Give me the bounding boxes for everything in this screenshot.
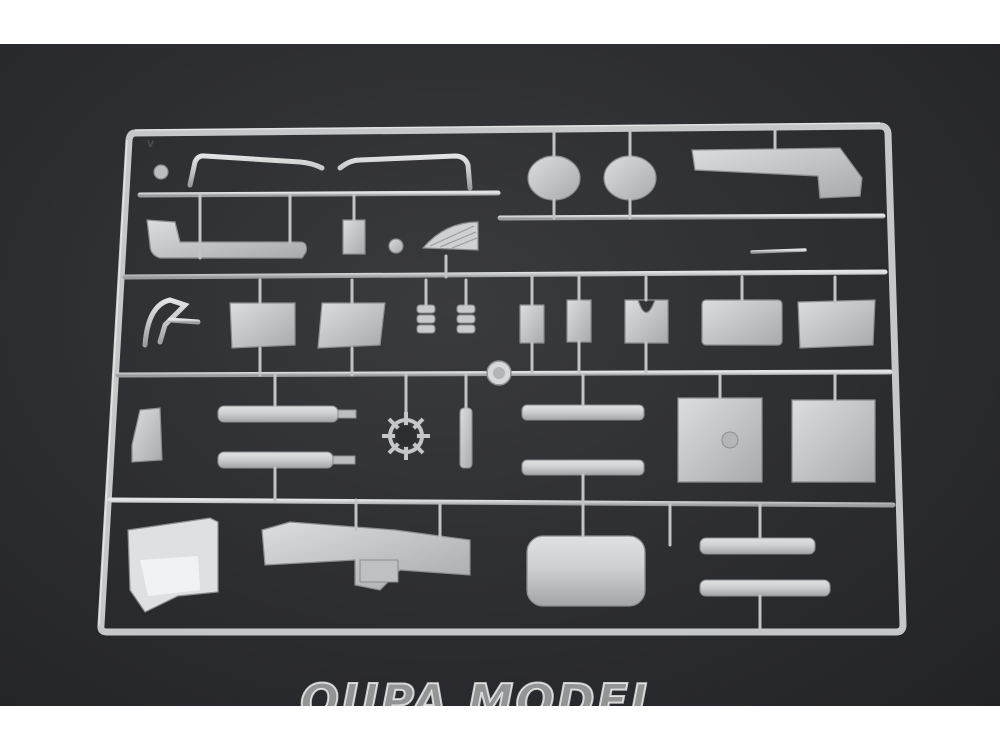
part-fender-left	[146, 219, 307, 259]
part-headlight-left	[527, 155, 581, 201]
part-rod-vertical	[459, 407, 473, 469]
part-panel-b	[317, 302, 386, 349]
sprue-hub	[486, 360, 512, 386]
part-chassis-arm	[261, 521, 471, 591]
sprue-outer-runner	[97, 122, 907, 636]
sprue-gates	[198, 126, 837, 634]
part-panel-a	[229, 302, 296, 349]
part-exhaust-lower	[699, 579, 831, 597]
sprue-letter-label: V	[147, 140, 154, 150]
part-block-small	[342, 219, 366, 255]
part-seat-large	[127, 517, 219, 613]
part-tube-lower	[521, 459, 645, 476]
part-headlight-right	[603, 155, 657, 201]
part-hook-bracket	[142, 297, 201, 348]
part-cylinder-lower	[217, 451, 356, 469]
part-springs	[416, 304, 476, 334]
part-fan-grille	[421, 221, 479, 251]
part-wheel-hole	[395, 425, 417, 447]
part-knob	[388, 238, 404, 254]
part-side-bracket	[131, 407, 163, 463]
part-engine-block	[797, 299, 876, 349]
part-frame-panel-left	[677, 397, 763, 483]
part-box-housing	[701, 299, 783, 346]
part-small-rods	[570, 244, 864, 254]
part-frame-panel-right	[791, 399, 876, 483]
part-frame-boss	[721, 431, 739, 449]
part-exhaust-upper	[699, 537, 816, 555]
part-tube-upper	[521, 404, 645, 421]
part-cylinder-upper	[217, 405, 357, 423]
watermark-text: OUPA MODEL	[300, 675, 662, 706]
part-curved-rail	[187, 153, 473, 191]
part-bracket-c	[624, 299, 669, 344]
part-bracket-b	[566, 299, 592, 343]
part-wheel-small	[153, 164, 169, 180]
part-fuel-tank	[526, 535, 646, 607]
part-fender-right	[691, 147, 863, 199]
part-bracket-a	[519, 304, 545, 344]
